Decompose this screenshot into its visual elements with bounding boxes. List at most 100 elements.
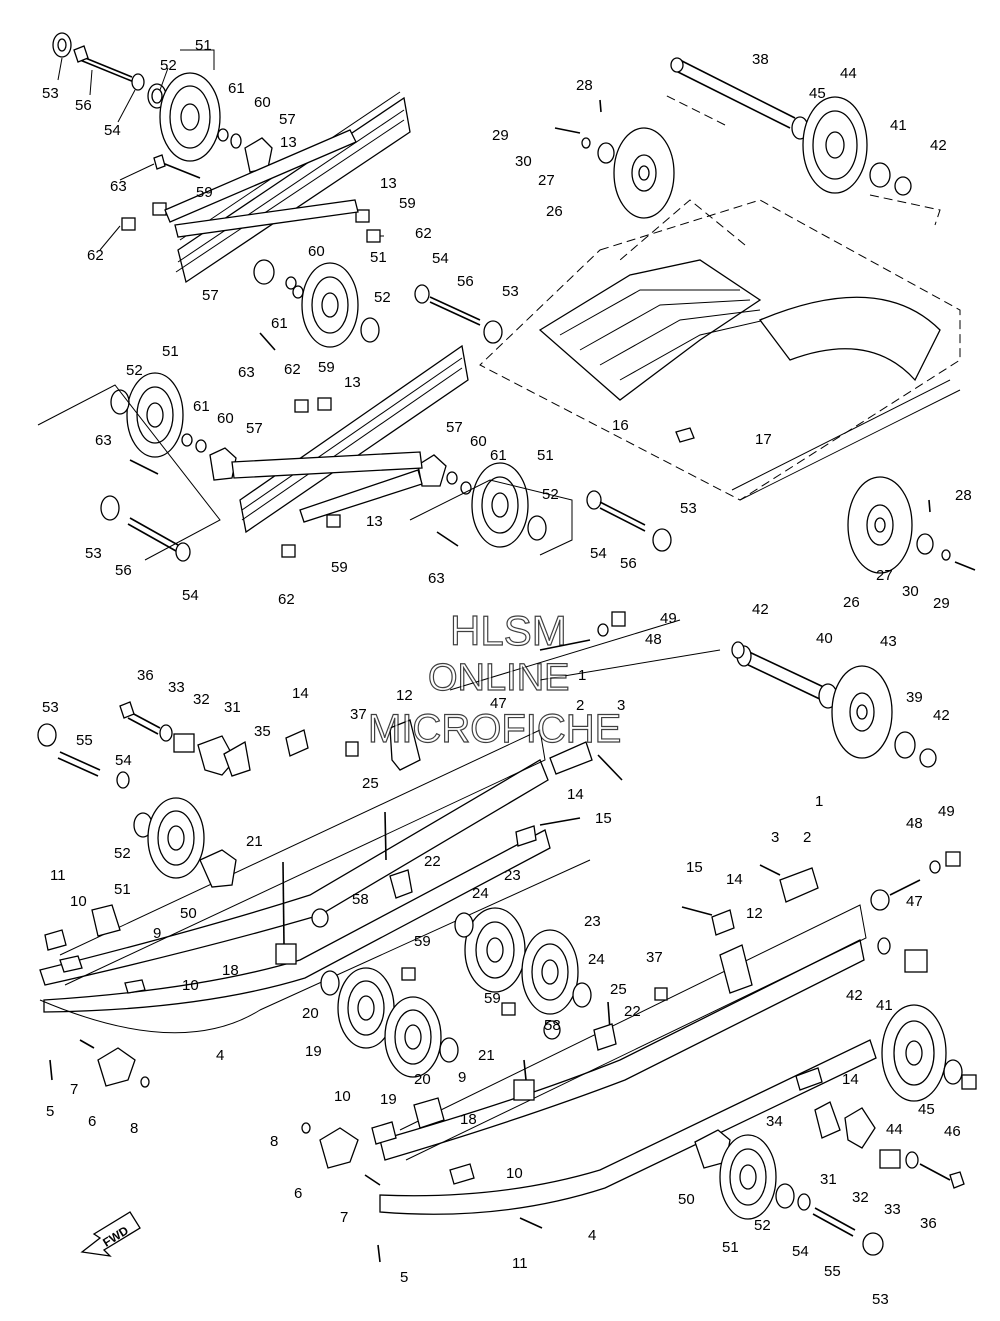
callout: 11 [512, 1255, 528, 1272]
callout: 52 [542, 486, 559, 503]
callout: 54 [590, 545, 607, 562]
callout: 22 [424, 853, 441, 870]
callout: 36 [920, 1215, 937, 1232]
callout: 53 [85, 545, 102, 562]
callout: 51 [722, 1239, 739, 1256]
callout: 12 [396, 687, 413, 704]
callout: 23 [584, 913, 601, 930]
callout: 56 [75, 97, 92, 114]
callout: 59 [414, 933, 431, 950]
callout: 55 [824, 1263, 841, 1280]
callout: 56 [115, 562, 132, 579]
watermark-line3: MICROFICHE [368, 707, 621, 751]
callout: 32 [193, 691, 210, 708]
callout: 6 [294, 1185, 302, 1202]
callout: 57 [202, 287, 219, 304]
callout: 54 [432, 250, 449, 267]
callout: 23 [504, 867, 521, 884]
callout: 32 [852, 1189, 869, 1206]
watermark-line1: HLSM [450, 607, 567, 654]
callout: 52 [754, 1217, 771, 1234]
callout: 60 [254, 94, 271, 111]
callout: 7 [340, 1209, 348, 1226]
callout: 55 [76, 732, 93, 749]
callout: 56 [457, 273, 474, 290]
callout: 62 [278, 591, 295, 608]
callout: 54 [182, 587, 199, 604]
callout: 33 [168, 679, 185, 696]
callout: 48 [645, 631, 662, 648]
callout: 5 [400, 1269, 408, 1286]
callout: 62 [284, 361, 301, 378]
left-rail-assembly [37, 701, 623, 1088]
callout: 44 [840, 65, 857, 82]
callout: 52 [374, 289, 391, 306]
callout: 18 [222, 962, 239, 979]
watermark: HLSM ONLINE MICROFICHE [367, 606, 622, 751]
callout: 54 [792, 1243, 809, 1260]
callout: 50 [180, 905, 197, 922]
callout: 62 [415, 225, 432, 242]
callout: 49 [660, 610, 677, 627]
callout: 63 [428, 570, 445, 587]
callout: 26 [843, 594, 860, 611]
callout: 53 [502, 283, 519, 300]
callout: 56 [620, 555, 637, 572]
callout: 59 [399, 195, 416, 212]
callout: 12 [746, 905, 763, 922]
callout: 51 [195, 37, 212, 54]
callout: 36 [137, 667, 154, 684]
callout: 19 [305, 1043, 322, 1060]
callout: 43 [880, 633, 897, 650]
callout: 27 [538, 172, 555, 189]
callout: 53 [42, 85, 59, 102]
callout: 42 [752, 601, 769, 618]
callout: 44 [886, 1121, 903, 1138]
callout: 17 [755, 431, 772, 448]
callout: 18 [460, 1111, 477, 1128]
callout: 51 [114, 881, 131, 898]
callout: 52 [114, 845, 131, 862]
callout: 45 [918, 1101, 935, 1118]
callout: 57 [246, 420, 263, 437]
callout: 14 [726, 871, 743, 888]
callout: 40 [816, 630, 833, 647]
callout: 27 [876, 567, 893, 584]
callout: 1 [815, 793, 823, 810]
callout: 54 [104, 122, 121, 139]
callout: 57 [279, 111, 296, 128]
callout: 10 [506, 1165, 523, 1182]
middle-left-wheel-assembly [37, 344, 672, 562]
forward-arrow: FWD [80, 1211, 141, 1257]
callout: 4 [588, 1227, 596, 1244]
callout: 20 [302, 1005, 319, 1022]
callout: 15 [595, 810, 612, 827]
callout: 60 [217, 410, 234, 427]
callout: 53 [42, 699, 59, 716]
callout: 41 [890, 117, 907, 134]
callout: 3 [771, 829, 779, 846]
center-shaft-assembly [449, 611, 937, 768]
callout: 25 [362, 775, 379, 792]
callout: 38 [752, 51, 769, 68]
callout: 14 [292, 685, 309, 702]
callout: 2 [576, 697, 584, 714]
callout: 61 [193, 398, 210, 415]
callout: 47 [906, 893, 923, 910]
callout: 30 [902, 583, 919, 600]
callout: 47 [490, 695, 507, 712]
callout: 62 [87, 247, 104, 264]
callout: 24 [472, 885, 489, 902]
callout: 41 [876, 997, 893, 1014]
callout: 15 [686, 859, 703, 876]
callout: 51 [370, 249, 387, 266]
callout: 21 [478, 1047, 495, 1064]
callout: 59 [318, 359, 335, 376]
callout-labels: 53 56 54 52 51 61 60 57 13 63 59 13 59 6… [42, 37, 972, 1308]
callout: 24 [588, 951, 605, 968]
callout: 52 [160, 57, 177, 74]
callout: 25 [610, 981, 627, 998]
callout: 53 [872, 1291, 889, 1308]
callout: 20 [414, 1071, 431, 1088]
